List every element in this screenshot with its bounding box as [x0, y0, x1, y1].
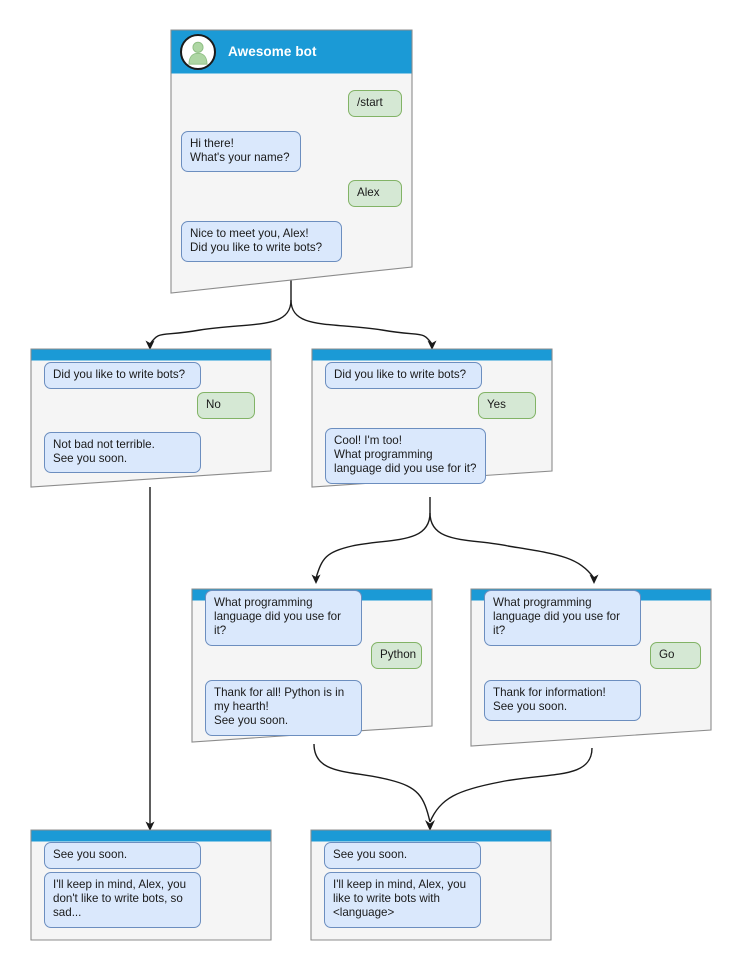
bot-header: Awesome bot	[170, 29, 413, 74]
node-end-happy[interactable]: See you soon. I'll keep in mind, Alex, y…	[310, 829, 552, 941]
edge-root-to-yes	[290, 299, 433, 345]
chat-bubble-bot: See you soon.	[44, 842, 201, 870]
chat-bubble-user: Alex	[348, 180, 402, 208]
chat-bubble-bot: Not bad not terrible. See you soon.	[44, 432, 201, 474]
chat-bubble-bot: What programming language did you use fo…	[484, 590, 641, 646]
node-python-branch-content: What programming language did you use fo…	[191, 588, 433, 743]
bot-name-label: Awesome bot	[228, 44, 317, 59]
edge-go-to-end-happy	[429, 747, 593, 823]
chat-bubble-user: /start	[348, 90, 402, 118]
chat-bubble-bot: Cool! I'm too! What programming language…	[325, 428, 486, 484]
arrowhead-to-python	[311, 574, 321, 584]
edge-yes-to-go	[429, 512, 595, 579]
node-go-branch[interactable]: What programming language did you use fo…	[470, 588, 712, 747]
chat-bubble-user: No	[197, 392, 255, 420]
chat-bubble-bot: Did you like to write bots?	[44, 362, 201, 390]
chat-bubble-user: Go	[650, 642, 701, 670]
node-root-conversation[interactable]: Awesome bot /start Hi there! What's your…	[170, 29, 413, 294]
chat-bubble-bot: Nice to meet you, Alex! Did you like to …	[181, 221, 342, 263]
node-no-branch-content: Did you like to write bots? No Not bad n…	[30, 348, 272, 488]
node-root-content: Awesome bot /start Hi there! What's your…	[170, 29, 413, 294]
chat-bubble-bot: I'll keep in mind, Alex, you like to wri…	[324, 872, 481, 928]
node-no-branch[interactable]: Did you like to write bots? No Not bad n…	[30, 348, 272, 488]
node-go-branch-content: What programming language did you use fo…	[470, 588, 712, 747]
chat-bubble-bot: What programming language did you use fo…	[205, 590, 362, 646]
chat-bubble-user: Yes	[478, 392, 536, 420]
chat-bubble-bot: Thank for information! See you soon.	[484, 680, 641, 722]
person-avatar-icon	[180, 33, 216, 70]
edge-root-to-no	[149, 299, 292, 345]
node-yes-branch[interactable]: Did you like to write bots? Yes Cool! I'…	[311, 348, 553, 488]
edge-yes-to-python	[315, 512, 431, 579]
arrowhead-to-go	[589, 574, 599, 584]
chat-bubble-bot: See you soon.	[324, 842, 481, 870]
node-yes-branch-content: Did you like to write bots? Yes Cool! I'…	[311, 348, 553, 488]
node-end-sad-content: See you soon. I'll keep in mind, Alex, y…	[30, 829, 272, 941]
node-end-happy-content: See you soon. I'll keep in mind, Alex, y…	[310, 829, 552, 941]
node-python-branch[interactable]: What programming language did you use fo…	[191, 588, 433, 743]
node-end-sad[interactable]: See you soon. I'll keep in mind, Alex, y…	[30, 829, 272, 941]
chat-bubble-user: Python	[371, 642, 422, 670]
chat-bubble-bot: Hi there! What's your name?	[181, 131, 301, 173]
chat-bubble-bot: I'll keep in mind, Alex, you don't like …	[44, 872, 201, 928]
chat-bubble-bot: Did you like to write bots?	[325, 362, 482, 390]
chat-bubble-bot: Thank for all! Python is in my hearth! S…	[205, 680, 362, 736]
edge-python-to-end-happy	[313, 743, 431, 823]
